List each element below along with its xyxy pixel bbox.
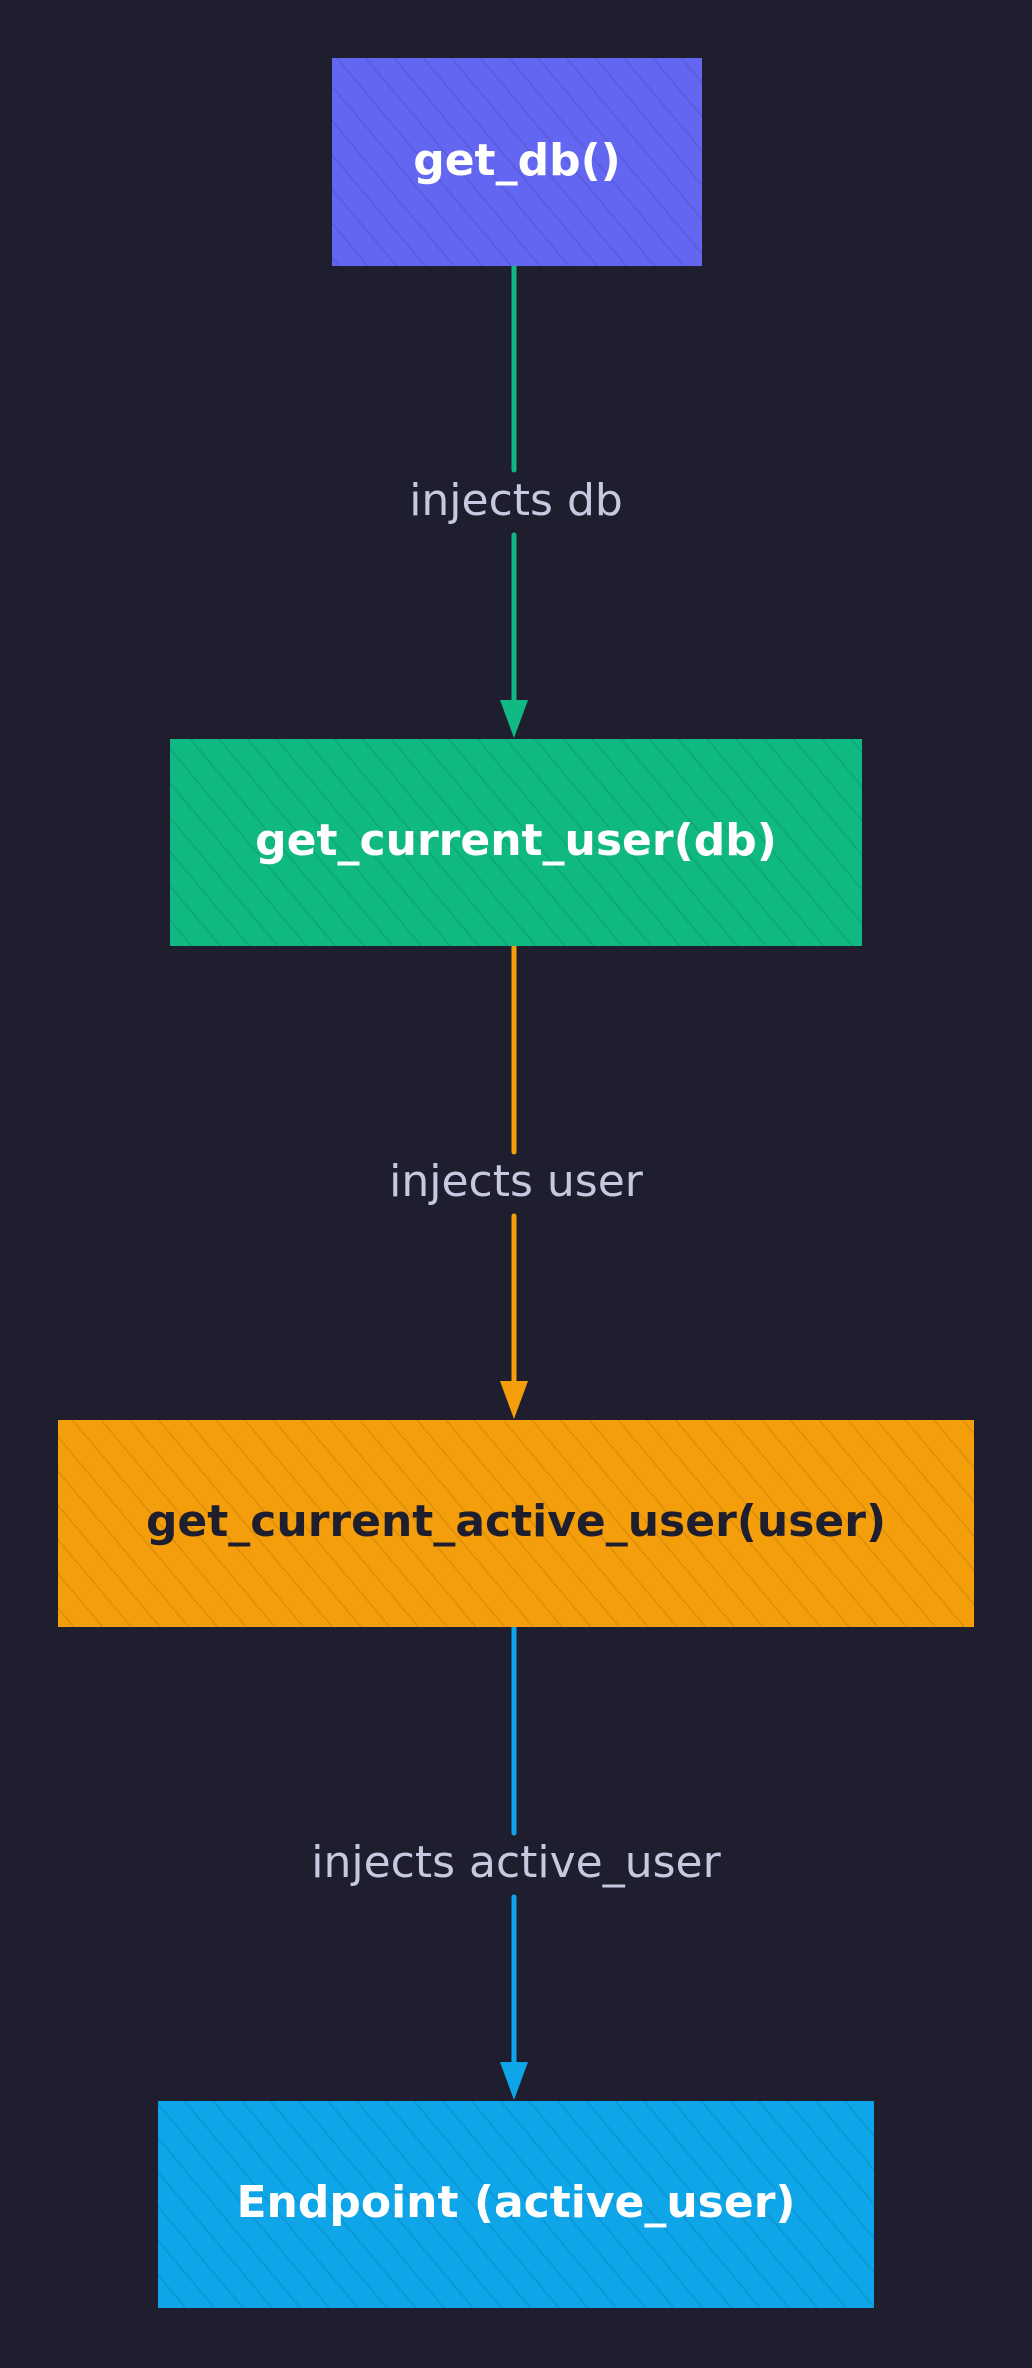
edge-active-user: injects active_user [311,1624,722,2100]
node-hatch-get-current-active-user [58,1420,974,1627]
node-label-get-db: get_db() [413,135,621,186]
edge-db: injects db [409,263,623,738]
node-label-endpoint: Endpoint (active_user) [236,2177,795,2228]
edge-arrowhead-db [500,700,528,738]
node-get-current-user: get_current_user(db) [170,739,862,946]
node-get-current-active-user: get_current_active_user(user) [58,1420,974,1627]
node-hatch-get-db [332,58,702,266]
edge-label-db: injects db [409,475,623,526]
node-endpoint: Endpoint (active_user) [158,2101,874,2308]
node-label-get-current-user: get_current_user(db) [255,815,777,866]
node-hatch-get-current-user [170,739,862,946]
edge-label-user: injects user [389,1156,644,1207]
node-label-get-current-active-user: get_current_active_user(user) [146,1496,886,1547]
edge-arrowhead-user [500,1381,528,1419]
edge-label-active-user: injects active_user [311,1837,721,1888]
edge-arrowhead-active-user [500,2062,528,2100]
edge-user: injects user [389,943,644,1419]
node-hatch-endpoint [158,2101,874,2308]
node-get-db: get_db() [332,58,702,266]
